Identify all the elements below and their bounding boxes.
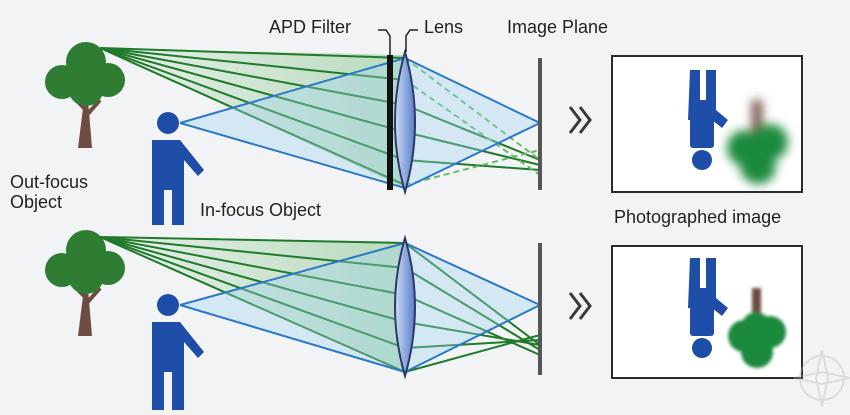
image-plane-bottom <box>538 243 542 375</box>
image-plane-label: Image Plane <box>507 17 609 37</box>
panel-bottom-without-apd-filter <box>45 230 542 410</box>
compass-watermark-icon <box>793 349 850 407</box>
inverted-person-icon <box>688 258 728 358</box>
out-focus-tree-icon <box>45 42 125 148</box>
in-focus-object-label: In-focus Object <box>200 200 322 220</box>
apd-filter-bar <box>387 55 393 190</box>
photographed-image-label: Photographed image <box>614 207 782 227</box>
double-chevron-right-icon <box>568 106 592 134</box>
panel-top-with-apd-filter <box>45 29 542 225</box>
photographed-image-top <box>611 55 803 193</box>
inverted-person-icon <box>688 70 728 170</box>
out-focus-tree-icon <box>45 230 125 336</box>
out-focus-object-label: Out-focus Object <box>10 172 89 212</box>
green-light-rays-bottom <box>99 236 541 373</box>
lens-label: Lens <box>424 17 464 37</box>
blue-light-rays-top <box>179 57 541 189</box>
photographed-image-bottom <box>611 245 803 379</box>
double-chevron-right-icon <box>568 292 592 320</box>
image-plane-top <box>538 58 542 190</box>
blurred-tree-image-icon <box>727 100 788 184</box>
lens-top-icon <box>394 48 416 196</box>
blue-light-rays-bottom <box>179 242 541 373</box>
in-focus-person-icon <box>152 294 204 410</box>
apd-filter-label: APD Filter <box>269 17 352 37</box>
in-focus-person-icon <box>152 112 204 225</box>
green-light-rays-top <box>99 47 541 188</box>
tree-image-icon <box>728 288 786 368</box>
lens-bottom-icon <box>394 234 416 380</box>
